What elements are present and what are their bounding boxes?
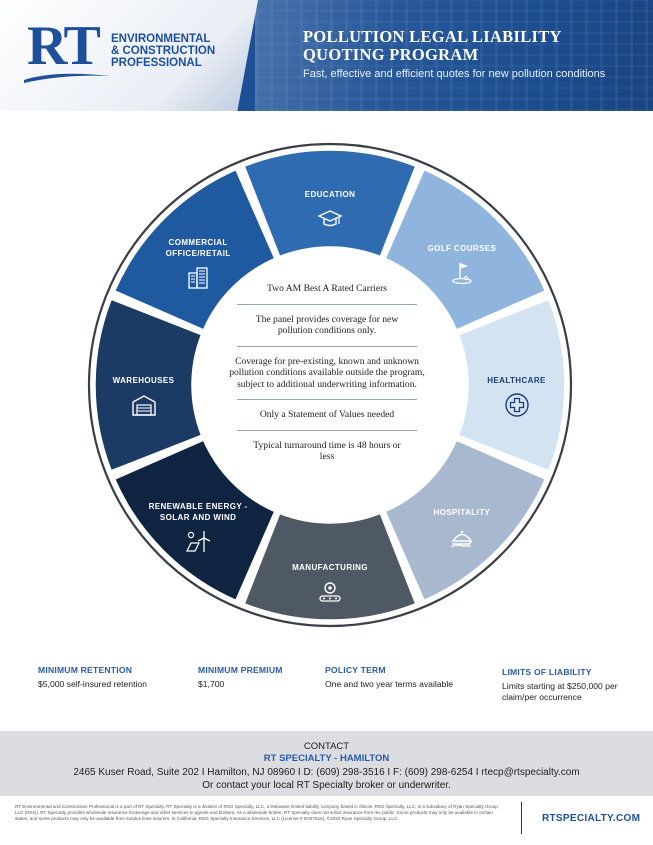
segment-label-line: WAREHOUSES	[112, 376, 175, 385]
wheel-segment-warehouses	[94, 298, 203, 472]
page-title-line: POLLUTION LEGAL LIABILITY	[303, 27, 562, 46]
wheel-segment-golf-courses	[384, 168, 547, 331]
segment-label-education: EDUCATION	[270, 189, 390, 200]
office-building-icon	[185, 265, 211, 291]
segment-label-line: OFFICE/RETAIL	[165, 249, 231, 259]
wheel-segment-commercial-office-retail	[113, 168, 276, 331]
divider	[237, 429, 417, 431]
highlight-statement-of-values: Only a Statement of Values needed	[259, 409, 395, 420]
fact-title: MINIMUM RETENTION	[38, 665, 133, 675]
segment-label-manufacturing: MANUFACTURING	[270, 562, 390, 573]
contact-address: 2465 Kuser Road, Suite 202 I Hamilton, N…	[73, 767, 580, 778]
legal-disclaimer: RT Environmental and Construction Profes…	[15, 804, 500, 822]
contact-heading: CONTACT	[303, 741, 350, 752]
divider	[237, 345, 417, 347]
segment-label-line: COMMERCIAL	[168, 238, 228, 248]
divider	[237, 303, 417, 305]
fact-title: LIMITS OF LIABILITY	[502, 667, 592, 677]
divider	[237, 399, 417, 400]
contact-office-name: RT SPECIALTY - HAMILTON	[263, 753, 390, 764]
segment-label-healthcare: HEALTHCARE	[457, 375, 577, 386]
conveyor-gear-icon	[317, 579, 343, 605]
segment-label-line: HOSPITALITY	[433, 507, 491, 517]
logo-panel	[0, 0, 258, 111]
logo-wordmark: ENVIRONMENTAL & CONSTRUCTION PROFESSIONA…	[111, 33, 215, 69]
solar-wind-icon	[185, 529, 211, 555]
fact-value: $5,000 self-insured retention	[38, 679, 147, 689]
golf-flag-icon	[449, 260, 475, 286]
serving-cloche-icon	[449, 524, 475, 550]
fact-limits-of-liability: LIMITS OF LIABILITY Limits starting at $…	[502, 667, 630, 703]
segment-label-hospitality: HOSPITALITY	[402, 507, 522, 518]
segment-label-line: SOLAR AND WIND	[159, 512, 237, 522]
wheel-outer-ring	[87, 142, 573, 628]
fact-value: Limits starting at $250,000 per claim/pe…	[502, 681, 618, 702]
highlight-pre-existing: Coverage for pre-existing, known and unk…	[229, 355, 425, 390]
segment-label-renewable-energy: RENEWABLE ENERGY -SOLAR AND WIND	[138, 501, 258, 523]
medical-cross-icon	[504, 392, 530, 418]
graduation-cap-icon	[317, 206, 343, 232]
warehouse-icon	[131, 392, 157, 418]
highlight-coverage: The panel provides coverage for new poll…	[255, 313, 399, 337]
wheel-segment-healthcare	[457, 298, 566, 472]
segment-label-warehouses: WAREHOUSES	[84, 375, 204, 386]
contact-section: CONTACT RT SPECIALTY - HAMILTON 2465 Kus…	[0, 731, 653, 796]
header-warehouse-photo	[255, 0, 653, 111]
fact-policy-term: POLICY TERM One and two year terms avail…	[325, 665, 485, 690]
wheel-segment-renewable-energy	[113, 439, 276, 602]
contact-alternative: Or contact your local RT Specialty broke…	[202, 780, 451, 791]
segment-label-golf-courses: GOLF COURSES	[402, 243, 522, 254]
page-subtitle: Fast, effective and efficient quotes for…	[303, 68, 606, 80]
fact-value: One and two year terms available	[325, 679, 454, 689]
logo-swoosh-icon	[24, 73, 110, 83]
segment-label-line: MANUFACTURING	[292, 562, 368, 572]
footer-divider	[521, 802, 522, 834]
page-title-line: QUOTING PROGRAM	[303, 45, 479, 64]
wheel-graphic	[87, 142, 573, 628]
fact-minimum-premium: MINIMUM PREMIUM $1,700	[198, 665, 308, 690]
wheel-segment-hospitality	[384, 439, 547, 602]
logo-line: PROFESSIONAL	[111, 57, 202, 69]
fact-title: MINIMUM PREMIUM	[198, 665, 283, 675]
website-link[interactable]: RTSPECIALTY.COM	[542, 813, 641, 824]
page-title: POLLUTION LEGAL LIABILITY QUOTING PROGRA…	[303, 28, 562, 64]
header-banner: RT ENVIRONMENTAL & CONSTRUCTION PROFESSI…	[0, 0, 653, 111]
highlight-turnaround: Typical turnaround time is 48 hours or l…	[253, 439, 401, 463]
segment-label-line: RENEWABLE ENERGY -	[148, 501, 248, 511]
segment-label-line: EDUCATION	[304, 189, 356, 199]
fact-value: $1,700	[198, 679, 225, 689]
logo-mark: RT	[27, 15, 101, 77]
highlight-carriers: Two AM Best A Rated Carriers	[266, 283, 388, 294]
wheel-segment-manufacturing	[243, 512, 417, 621]
wheel-segment-education	[243, 149, 417, 258]
logo-line: ENVIRONMENTAL	[111, 33, 211, 45]
industry-wheel: EDUCATION GOLF COURSES HEALTHCARE HOSPITALI…	[0, 125, 653, 650]
fact-title: POLICY TERM	[325, 665, 386, 675]
segment-label-line: HEALTHCARE	[487, 376, 546, 385]
logo-line: & CONSTRUCTION	[111, 45, 216, 57]
program-highlights: Two AM Best A Rated Carriers The panel p…	[222, 283, 432, 463]
footer: RT Environmental and Construction Profes…	[0, 796, 653, 845]
segment-label-line: GOLF COURSES	[427, 244, 497, 254]
fact-minimum-retention: MINIMUM RETENTION $5,000 self-insured re…	[38, 665, 188, 690]
